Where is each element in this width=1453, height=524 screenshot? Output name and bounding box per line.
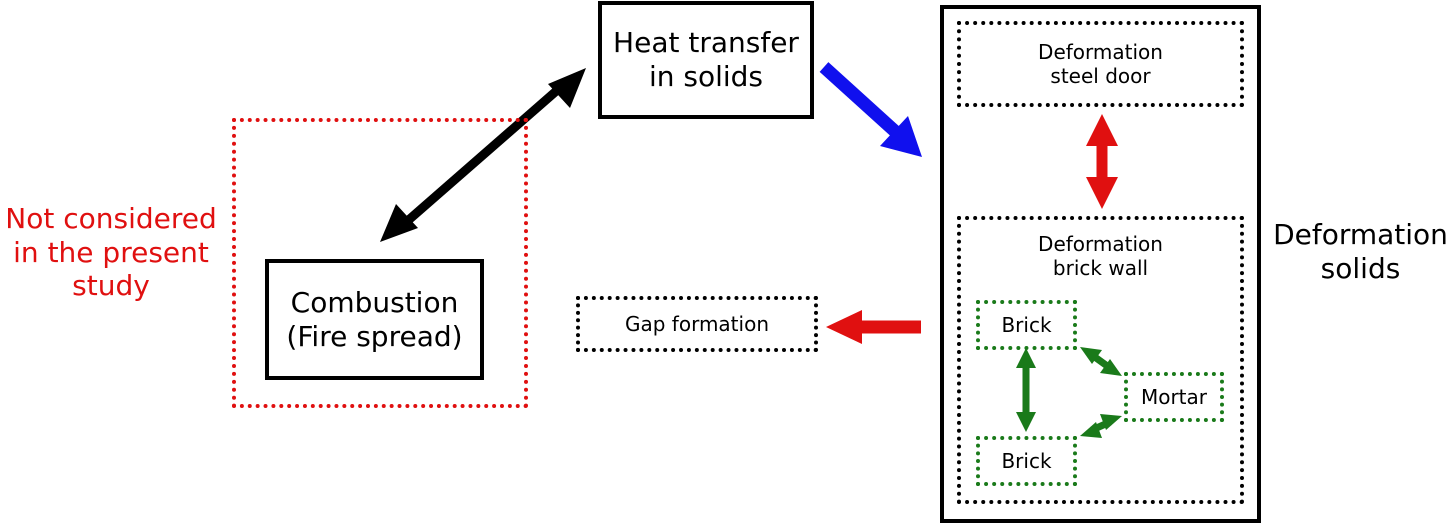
combustion-line2: (Fire spread) [286, 319, 463, 353]
brick-top-label: Brick [1001, 313, 1052, 337]
arrow-combustion-heat-transfer [380, 68, 586, 242]
brick-bottom-label: Brick [1001, 449, 1052, 473]
mortar-label: Mortar [1140, 385, 1208, 409]
not-considered-line1: Not considered [5, 202, 217, 235]
mortar-node: Mortar [1124, 372, 1224, 422]
steel-door-line1: Deformation [1038, 40, 1163, 64]
combustion-line1: Combustion [290, 285, 459, 319]
arrow-heat-transfer-deformation [819, 62, 922, 157]
arrow-brick-brick [1016, 348, 1036, 432]
deformation-brick-wall-node: Deformation brick wall [957, 216, 1244, 504]
arrow-brick-bottom-mortar [1080, 414, 1122, 438]
deformation-solids-label: Deformation solids [1268, 218, 1453, 285]
arrow-to-gap-formation [826, 310, 921, 344]
steel-door-line2: steel door [1050, 64, 1151, 88]
deformation-solids-line1: Deformation [1273, 218, 1448, 251]
deformation-steel-door-node: Deformation steel door [957, 21, 1244, 107]
deformation-solids-line2: solids [1320, 251, 1401, 285]
combustion-node: Combustion (Fire spread) [265, 259, 484, 380]
heat-transfer-node: Heat transfer in solids [598, 1, 814, 119]
not-considered-line2: in the present [13, 235, 209, 269]
brick-bottom-node: Brick [976, 436, 1077, 486]
gap-formation-label: Gap formation [624, 312, 769, 336]
heat-transfer-line2: in solids [648, 60, 764, 93]
not-considered-line3: study [72, 269, 150, 303]
heat-transfer-line1: Heat transfer [613, 26, 799, 60]
gap-formation-node: Gap formation [576, 296, 818, 352]
arrow-brick-top-mortar [1080, 347, 1122, 376]
deformation-solids-container [940, 5, 1261, 523]
not-considered-region [232, 118, 528, 408]
brick-wall-line1: Deformation [1038, 232, 1163, 256]
not-considered-label: Not considered in the present study [0, 202, 222, 303]
brick-top-node: Brick [976, 300, 1077, 350]
arrow-door-wall [1086, 114, 1118, 209]
brick-wall-line2: brick wall [1052, 256, 1149, 280]
